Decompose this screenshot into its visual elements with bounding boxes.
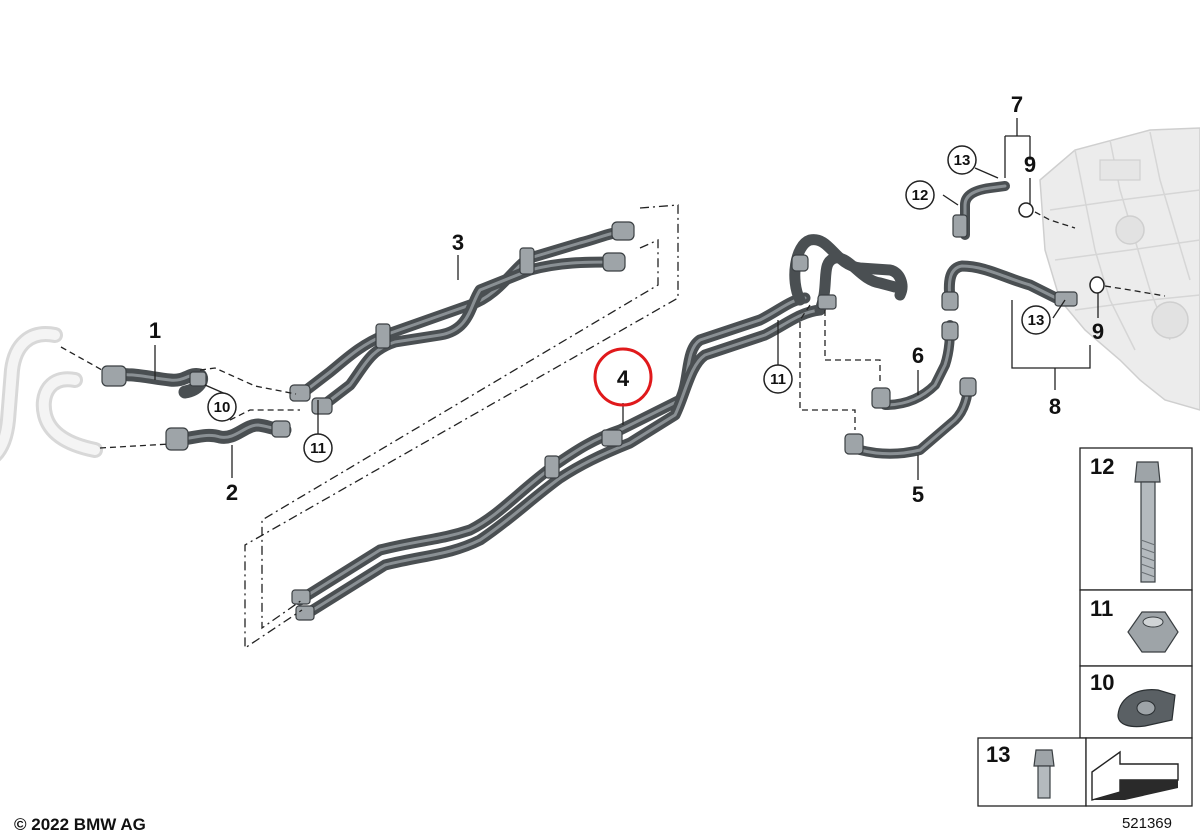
svg-text:11: 11 — [310, 440, 326, 457]
svg-text:13: 13 — [986, 742, 1010, 767]
hose-4[interactable] — [291, 234, 908, 621]
svg-text:11: 11 — [770, 371, 786, 388]
callout-13-top[interactable]: 13 — [947, 145, 977, 175]
legend-item-11[interactable]: 11 — [1090, 596, 1179, 653]
callout-11-right[interactable]: 11 — [763, 364, 793, 394]
direction-arrow-icon — [1091, 750, 1179, 801]
callout-4[interactable]: 4 — [617, 366, 630, 391]
svg-text:10: 10 — [1090, 670, 1114, 695]
callout-1[interactable]: 1 — [149, 318, 161, 343]
callout-8[interactable]: 8 — [1049, 394, 1061, 419]
svg-text:12: 12 — [912, 187, 929, 204]
legend-item-12[interactable]: 12 — [1090, 454, 1161, 583]
bolt-12-icon — [1134, 461, 1161, 483]
copyright-text: © 2022 BMW AG — [14, 815, 146, 834]
callout-3[interactable]: 3 — [452, 230, 464, 255]
callout-2[interactable]: 2 — [226, 480, 238, 505]
svg-text:13: 13 — [954, 152, 971, 169]
callout-9-top[interactable]: 9 — [1024, 152, 1036, 177]
callout-13-right[interactable]: 13 — [1021, 305, 1051, 335]
existing-hose-illustration — [0, 326, 103, 462]
bolt-13-icon — [1033, 749, 1055, 767]
highlight-ring-4 — [593, 347, 653, 407]
hose-1[interactable] — [101, 365, 209, 399]
assembly-outline — [60, 204, 1166, 650]
callout-9-bottom[interactable]: 9 — [1092, 319, 1104, 344]
callout-11-left[interactable]: 11 — [303, 433, 333, 463]
callout-7[interactable]: 7 — [1011, 92, 1023, 117]
hose-8[interactable] — [941, 260, 1105, 311]
hose-2[interactable] — [165, 418, 292, 451]
hose-3[interactable] — [289, 221, 635, 415]
diagram-number: 521369 — [1122, 815, 1172, 832]
svg-text:12: 12 — [1090, 454, 1114, 479]
callout-6[interactable]: 6 — [912, 343, 924, 368]
svg-text:11: 11 — [1090, 596, 1113, 621]
pipe-7[interactable] — [952, 181, 1034, 240]
callout-12[interactable]: 12 — [905, 180, 935, 210]
engine-block-illustration — [1039, 127, 1200, 411]
svg-text:13: 13 — [1028, 312, 1045, 329]
nut-11-icon — [1127, 611, 1179, 653]
legend-item-10[interactable]: 10 — [1090, 670, 1176, 728]
svg-text:10: 10 — [214, 399, 231, 416]
legend-item-13[interactable]: 13 — [986, 742, 1055, 799]
callout-10[interactable]: 10 — [207, 392, 237, 422]
callout-5[interactable]: 5 — [912, 482, 924, 507]
hose-5[interactable] — [844, 377, 977, 459]
hose-6[interactable] — [871, 320, 959, 410]
